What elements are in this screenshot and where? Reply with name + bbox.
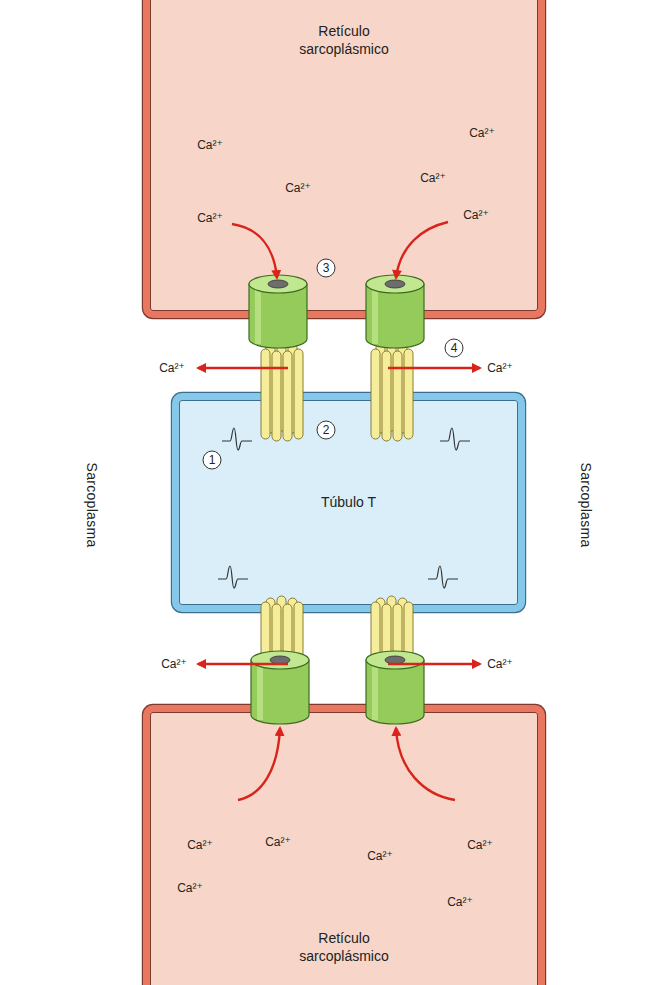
ion-label: Ca²⁺ <box>161 657 187 671</box>
ion-label: Ca²⁺ <box>467 838 493 852</box>
ion-label: Ca²⁺ <box>487 361 513 375</box>
node-title: Túbulo T <box>284 494 414 512</box>
region-label: Sarcoplasma <box>578 462 594 547</box>
callout-number: 2 <box>317 421 336 440</box>
ryanodine-channel <box>249 275 424 724</box>
ion-label: Ca²⁺ <box>197 138 223 152</box>
dhp-receptor <box>261 341 413 664</box>
ion-label: Ca²⁺ <box>487 657 513 671</box>
ion-label: Ca²⁺ <box>463 208 489 222</box>
ion-label: Ca²⁺ <box>159 361 185 375</box>
action-potential-wave <box>218 428 470 588</box>
ion-label: Ca²⁺ <box>367 849 393 863</box>
ion-label: Ca²⁺ <box>187 838 213 852</box>
sarcoplasmic-reticulum: Retículo sarcoplásmico <box>143 0 545 318</box>
ion-label: Ca²⁺ <box>177 881 203 895</box>
callout-number: 4 <box>445 339 464 358</box>
callout-number: 1 <box>203 451 222 470</box>
ion-label: Ca²⁺ <box>285 181 311 195</box>
ion-label: Ca²⁺ <box>265 835 291 849</box>
ion-label: Ca²⁺ <box>420 171 446 185</box>
node-title: Retículo sarcoplásmico <box>279 23 409 58</box>
callout-number: 3 <box>317 259 336 278</box>
ion-label: Ca²⁺ <box>469 126 495 140</box>
node-title: Retículo sarcoplásmico <box>279 930 409 965</box>
calcium-flow-arrow <box>198 222 480 800</box>
ion-label: Ca²⁺ <box>197 211 223 225</box>
ion-label: Ca²⁺ <box>447 895 473 909</box>
t-tubule: Túbulo T <box>172 393 525 612</box>
region-label: Sarcoplasma <box>84 462 100 547</box>
